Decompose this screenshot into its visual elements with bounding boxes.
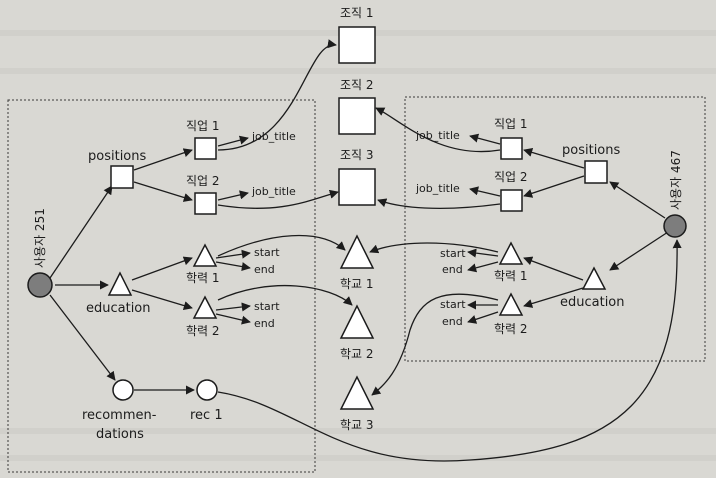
edge-r-edu2-end xyxy=(467,311,499,324)
edge-r-positions-job2 xyxy=(523,175,585,198)
left-edu1-node[interactable] xyxy=(192,243,218,267)
edge-edu2-end xyxy=(215,313,251,325)
edge-rec1-user467 xyxy=(217,239,682,462)
edge-r-job2-title xyxy=(469,186,501,197)
edge-edu1-school1 xyxy=(217,234,346,257)
user467-node[interactable] xyxy=(663,214,687,238)
school2-node[interactable] xyxy=(339,304,375,339)
right-edu2-label: 학력 2 xyxy=(494,322,528,336)
right-job1-title-label: job_title xyxy=(415,129,460,142)
left-edu1-start-label: start xyxy=(254,246,280,259)
left-job1-title-label: job_title xyxy=(251,130,296,143)
edge-r-job1-org2 xyxy=(375,107,501,153)
edge-r-edu2-school3 xyxy=(371,293,499,396)
school3-label: 학교 3 xyxy=(340,418,374,432)
right-job2-label: 직업 2 xyxy=(494,170,528,184)
edge-edu2-school2 xyxy=(217,285,353,306)
edge-r-education-edu1 xyxy=(523,256,584,281)
edge-user467-education xyxy=(609,231,669,271)
right-edu1-end-label: end xyxy=(442,263,463,276)
edge-edu1-start xyxy=(215,249,251,259)
right-edu1-node[interactable] xyxy=(498,241,524,265)
edge-job2-title xyxy=(217,190,249,201)
left-job1-label: 직업 1 xyxy=(186,119,220,133)
left-edu1-end-label: end xyxy=(254,263,275,276)
org2-label: 조직 2 xyxy=(340,78,374,92)
edge-job1-org1 xyxy=(217,39,337,151)
edge-job1-title xyxy=(217,135,249,147)
left-recommendations-label-1: recommen- xyxy=(82,408,157,423)
org3-node[interactable] xyxy=(338,168,376,206)
left-job2-node[interactable] xyxy=(194,192,217,215)
left-rec1-label: rec 1 xyxy=(190,408,223,423)
right-positions-label: positions xyxy=(562,143,620,158)
right-job2-title-label: job_title xyxy=(415,182,460,195)
school3-node[interactable] xyxy=(339,375,375,410)
edge-education-edu2 xyxy=(131,289,193,311)
left-edu1-label: 학력 1 xyxy=(186,271,220,285)
edge-r-positions-job1 xyxy=(523,147,585,169)
edge-r-job2-org3 xyxy=(377,198,501,209)
left-education-node[interactable] xyxy=(107,271,133,296)
org2-node[interactable] xyxy=(338,97,376,135)
org1-node[interactable] xyxy=(338,26,376,64)
edge-edu1-end xyxy=(215,261,251,272)
left-edu2-start-label: start xyxy=(254,300,280,313)
user251-label: 사용자 251 xyxy=(33,208,47,268)
edge-positions-job2 xyxy=(133,181,193,202)
right-edu2-node[interactable] xyxy=(498,292,524,316)
right-edu2-start-label: start xyxy=(440,298,466,311)
left-job2-label: 직업 2 xyxy=(186,174,220,188)
edge-user251-positions xyxy=(49,185,113,279)
edge-r-education-edu2 xyxy=(523,287,584,308)
edge-education-edu1 xyxy=(131,256,193,281)
edge-user467-positions xyxy=(609,181,666,219)
right-job2-node[interactable] xyxy=(500,189,523,212)
right-education-node[interactable] xyxy=(581,266,607,290)
right-edu1-label: 학력 1 xyxy=(494,269,528,283)
right-education-label: education xyxy=(560,295,625,310)
edge-positions-job1 xyxy=(133,148,193,171)
edge-edu2-start xyxy=(215,302,251,312)
left-edu2-label: 학력 2 xyxy=(186,324,220,338)
left-edu2-node[interactable] xyxy=(192,295,218,319)
edge-r-edu1-school1 xyxy=(369,242,499,254)
left-education-label: education xyxy=(86,301,151,316)
left-edu2-end-label: end xyxy=(254,317,275,330)
edge-r-edu1-end xyxy=(467,261,499,273)
left-job2-title-label: job_title xyxy=(251,185,296,198)
right-job1-label: 직업 1 xyxy=(494,117,528,131)
edges xyxy=(49,39,682,462)
edge-user251-recommendations xyxy=(49,294,116,381)
left-positions-label: positions xyxy=(88,149,146,164)
edge-job2-org3 xyxy=(217,189,339,209)
user251-group-frame xyxy=(7,99,316,473)
right-job1-node[interactable] xyxy=(500,137,523,160)
left-job1-node[interactable] xyxy=(194,137,217,160)
school2-label: 학교 2 xyxy=(340,347,374,361)
right-edu2-end-label: end xyxy=(442,315,463,328)
left-rec1-node[interactable] xyxy=(196,379,218,401)
edge-r-job1-title xyxy=(469,133,501,145)
left-positions-node[interactable] xyxy=(110,165,134,189)
school1-label: 학교 1 xyxy=(340,277,374,291)
edge-r-edu1-start xyxy=(467,248,499,258)
school1-node[interactable] xyxy=(339,234,375,269)
left-recommendations-label-2: dations xyxy=(96,427,144,442)
left-recommendations-node[interactable] xyxy=(112,379,134,401)
user251-node[interactable] xyxy=(27,272,53,298)
user467-group-frame xyxy=(404,96,706,362)
org1-label: 조직 1 xyxy=(340,6,374,20)
right-positions-node[interactable] xyxy=(584,160,608,184)
user467-label: 사용자 467 xyxy=(669,150,683,210)
org3-label: 조직 3 xyxy=(340,148,374,162)
right-edu1-start-label: start xyxy=(440,247,466,260)
